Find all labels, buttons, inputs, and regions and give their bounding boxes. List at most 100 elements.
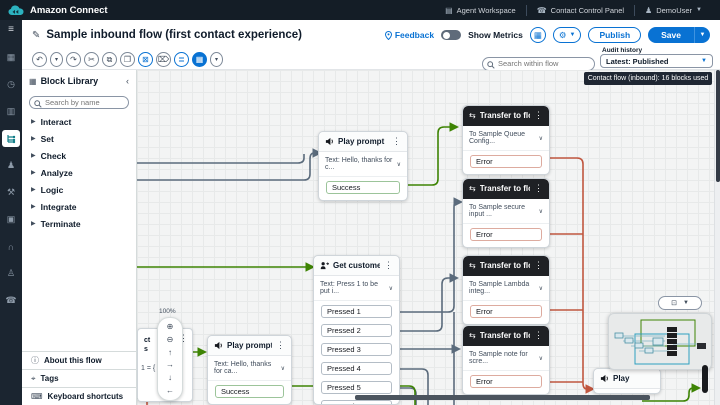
block-transfer-to-flow-4[interactable]: ⇆ Transfer to flow ⋮ To Sample note for … xyxy=(462,325,550,395)
save-menu-button[interactable]: ▼ xyxy=(694,27,710,43)
block-parameter[interactable]: Text: Press 1 to be put i...∨ xyxy=(314,276,399,301)
pan-down-button[interactable]: ↓ xyxy=(168,372,172,382)
undo-button[interactable]: ↶ xyxy=(32,52,47,67)
delete-button[interactable]: ⌦ xyxy=(156,52,171,67)
settings-button[interactable]: ⚙▼ xyxy=(552,27,582,43)
paste-button[interactable]: ❐ xyxy=(120,52,135,67)
pan-left-button[interactable]: ← xyxy=(166,385,174,395)
category-logic[interactable]: ▶Logic xyxy=(31,184,64,195)
block-play-prompt-2[interactable]: Play prompt ⋮ Text: Hello, thanks for ca… xyxy=(207,335,292,405)
horizontal-scrollbar-thumb[interactable] xyxy=(355,395,650,400)
sidebar-item-support[interactable]: ∩ xyxy=(2,238,20,255)
category-terminate[interactable]: ▶Terminate xyxy=(31,218,81,229)
speaker-icon xyxy=(600,374,609,383)
audit-history-select[interactable]: Latest: Published ▼ xyxy=(600,54,713,68)
edit-pencil-icon[interactable]: ✎ xyxy=(32,29,41,41)
port-pressed-5[interactable]: Pressed 5 xyxy=(321,381,392,394)
sidebar-item-analytics[interactable]: ▥ xyxy=(2,103,20,120)
tags-button[interactable]: ⌖Tags xyxy=(22,369,136,387)
minimap-fit-button[interactable]: ⊡ ▼ xyxy=(658,296,702,310)
arrange-button[interactable]: ▦ xyxy=(192,52,207,67)
category-set[interactable]: ▶Set xyxy=(31,133,54,144)
flow-canvas[interactable]: Contact flow (inbound): 16 blocks used P… xyxy=(137,70,720,405)
port-error[interactable]: Error xyxy=(470,305,542,318)
block-menu-icon[interactable]: ⋮ xyxy=(534,183,543,193)
search-within-flow-input[interactable] xyxy=(482,56,595,71)
port-pressed-4[interactable]: Pressed 4 xyxy=(321,362,392,375)
library-search-input[interactable] xyxy=(29,96,129,109)
block-parameter[interactable]: Text: Hello, thanks for ca...∨ xyxy=(208,356,291,381)
block-transfer-to-flow-3[interactable]: ⇆ Transfer to flow ⋮ To Sample Lambda in… xyxy=(462,255,550,325)
block-menu-icon[interactable]: ⋮ xyxy=(534,260,543,270)
vertical-scrollbar-thumb[interactable] xyxy=(716,70,720,182)
notes-button[interactable]: ≣ xyxy=(174,52,189,67)
sidebar-item-history[interactable]: ◷ xyxy=(2,76,20,93)
block-parameter[interactable]: To Sample Lambda integ...∨ xyxy=(463,276,549,301)
pin-icon xyxy=(384,30,392,40)
sidebar-item-channels[interactable]: ▣ xyxy=(2,211,20,228)
port-error[interactable]: Error xyxy=(470,375,542,388)
agent-workspace-link[interactable]: ▤ Agent Workspace xyxy=(445,5,516,15)
menu-icon[interactable]: ≡ xyxy=(8,24,14,35)
block-menu-icon[interactable]: ⋮ xyxy=(384,260,393,270)
category-analyze[interactable]: ▶Analyze xyxy=(31,167,73,178)
sidebar-item-agents[interactable]: ♙ xyxy=(2,265,20,282)
block-parameter[interactable]: To Sample secure input ...∨ xyxy=(463,199,549,224)
copy-button[interactable]: ⧉ xyxy=(102,52,117,67)
block-play-prompt-1[interactable]: Play prompt ⋮ Text: Hello, thanks for c.… xyxy=(318,131,408,201)
user-icon: ♟ xyxy=(645,5,653,15)
sidebar-item-calls[interactable]: ☎ xyxy=(2,292,20,309)
collapse-panel-icon[interactable]: ‹ xyxy=(126,76,129,86)
block-parameter[interactable]: To Sample note for scre...∨ xyxy=(463,346,549,371)
block-parameter[interactable]: Text: Hello, thanks for c...∨ xyxy=(319,152,407,177)
undo-menu-button[interactable]: ▾ xyxy=(50,52,63,67)
publish-button[interactable]: Publish xyxy=(588,27,642,43)
save-button[interactable]: Save xyxy=(648,27,694,43)
pointer-mode-button[interactable]: ⊠ xyxy=(138,52,153,67)
sidebar-item-dashboard[interactable]: ▦ xyxy=(2,49,20,66)
arrange-menu-button[interactable]: ▾ xyxy=(210,52,223,67)
port-error[interactable]: Error xyxy=(470,155,542,168)
port-success[interactable]: Success xyxy=(215,385,284,398)
block-parameter[interactable]: To Sample Queue Config...∨ xyxy=(463,126,549,151)
block-menu-icon[interactable]: ⋮ xyxy=(179,333,188,343)
block-menu-icon[interactable]: ⋮ xyxy=(276,340,285,350)
pan-right-button[interactable]: → xyxy=(166,360,174,370)
metrics-view-button[interactable]: ▦ xyxy=(529,27,546,43)
brand[interactable]: Amazon Connect xyxy=(8,5,108,16)
zoom-in-button[interactable]: ⊕ xyxy=(166,322,174,332)
block-menu-icon[interactable]: ⋮ xyxy=(392,136,401,146)
port-pressed-3[interactable]: Pressed 3 xyxy=(321,343,392,356)
port-error[interactable]: Error xyxy=(470,228,542,241)
contact-control-panel-link[interactable]: ☎ Contact Control Panel xyxy=(536,5,625,15)
port-pressed-2[interactable]: Pressed 2 xyxy=(321,324,392,337)
category-integrate[interactable]: ▶Integrate xyxy=(31,201,77,212)
sidebar-item-tools[interactable]: ⚒ xyxy=(2,184,20,201)
minimap[interactable] xyxy=(608,313,712,370)
list-icon: ≣ xyxy=(178,55,185,64)
port-success[interactable]: Success xyxy=(326,181,400,194)
category-check[interactable]: ▶Check xyxy=(31,150,67,161)
redo-button[interactable]: ↷ xyxy=(66,52,81,67)
category-interact[interactable]: ▶Interact xyxy=(31,116,72,127)
keyboard-shortcuts-button[interactable]: ⌨Keyboard shortcuts xyxy=(22,387,136,405)
block-transfer-to-flow-2[interactable]: ⇆ Transfer to flow ⋮ To Sample secure in… xyxy=(462,178,550,248)
sidebar-item-flows[interactable] xyxy=(2,130,20,147)
minimap-scrollbar-thumb[interactable] xyxy=(702,365,708,393)
feedback-button[interactable]: Feedback xyxy=(384,30,434,40)
show-metrics-toggle[interactable] xyxy=(441,30,462,40)
pan-up-button[interactable]: ↑ xyxy=(168,347,172,357)
block-menu-icon[interactable]: ⋮ xyxy=(534,110,543,120)
sidebar-item-users[interactable]: ♟ xyxy=(2,157,20,174)
vertical-scrollbar[interactable] xyxy=(714,70,720,405)
block-transfer-to-flow-1[interactable]: ⇆ Transfer to flow ⋮ To Sample Queue Con… xyxy=(462,105,550,175)
user-menu[interactable]: ♟ DemoUser ▼ xyxy=(645,5,702,15)
block-menu-icon[interactable]: ⋮ xyxy=(534,330,543,340)
cut-button[interactable]: ✂ xyxy=(84,52,99,67)
port-pressed-1[interactable]: Pressed 1 xyxy=(321,305,392,318)
port-pressed-6[interactable]: Pressed 6 xyxy=(321,400,392,404)
block-get-customer-input[interactable]: Get customer input ⋮ Text: Press 1 to be… xyxy=(313,255,400,405)
zoom-out-button[interactable]: ⊖ xyxy=(166,334,174,344)
block-play-partial[interactable]: Play xyxy=(593,368,661,394)
